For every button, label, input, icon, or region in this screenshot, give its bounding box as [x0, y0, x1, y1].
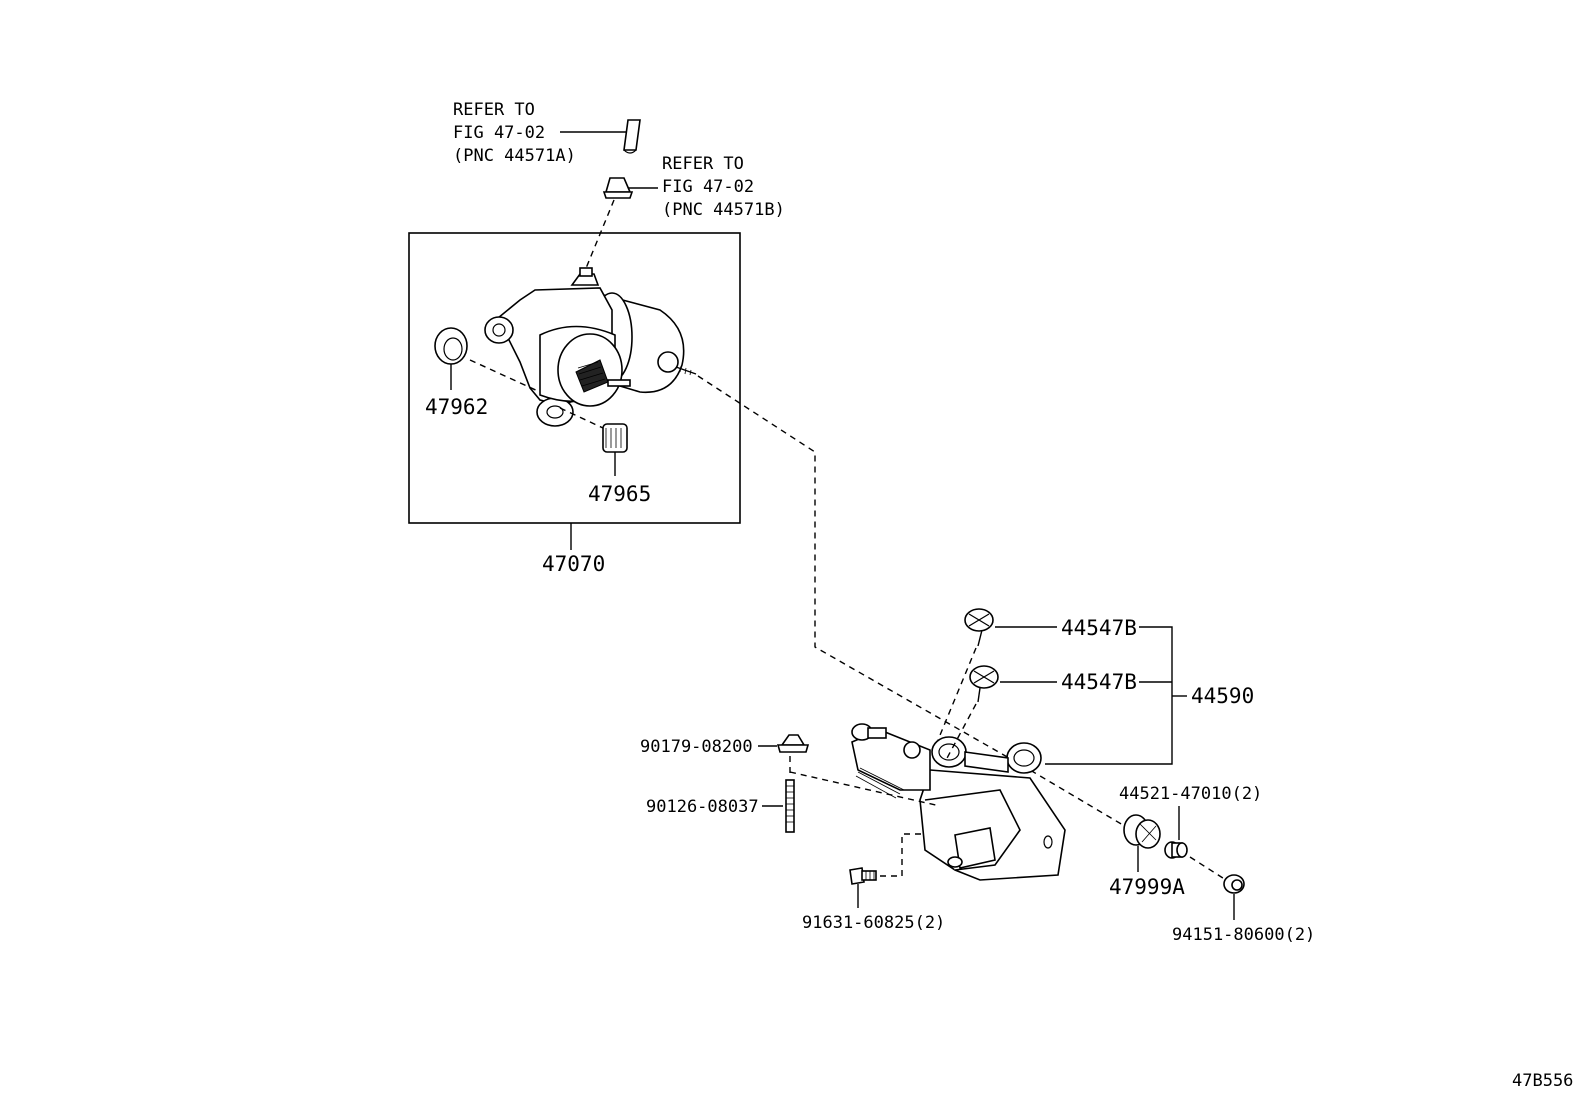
nut-94151-icon: [1223, 874, 1245, 894]
part-90179-label: 90179-08200: [640, 737, 753, 757]
refer-b-callout: REFER TO FIG 47-02 (PNC 44571B): [581, 154, 785, 279]
seal-ring-47962-icon: [434, 327, 468, 365]
refer-b-line2: FIG 47-02: [662, 177, 754, 197]
part-44547b-upper-label: 44547B: [1061, 616, 1137, 640]
part-47999a-label: 47999A: [1109, 875, 1185, 899]
collar-44521-icon: [1164, 841, 1188, 859]
refer-b-line3: (PNC 44571B): [662, 200, 785, 220]
refer-a-line3: (PNC 44571A): [453, 146, 576, 166]
bracket-44590-icon: [851, 723, 1066, 881]
refer-b-line1: REFER TO: [662, 154, 744, 174]
connector-cap-icon: [602, 177, 634, 199]
bolt-91631-icon: [849, 867, 877, 885]
figure-code: 47B556: [1512, 1071, 1573, 1091]
hose-stub-icon: [623, 119, 641, 151]
part-47962-label: 47962: [425, 395, 488, 419]
refer-a-callout: REFER TO FIG 47-02 (PNC 44571A): [453, 100, 641, 166]
grommet-47999a-icon: [1123, 814, 1161, 849]
pump-motor-assembly-icon: [484, 267, 697, 427]
refer-a-line1: REFER TO: [453, 100, 535, 120]
flange-nut-90179-icon: [776, 734, 810, 753]
part-44590-label: 44590: [1191, 684, 1254, 708]
push-rivet-44547b-upper-icon: [964, 608, 994, 647]
assembly-47070-box: [408, 232, 741, 524]
part-90126-label: 90126-08037: [646, 797, 759, 817]
refer-a-line2: FIG 47-02: [453, 123, 545, 143]
part-44547b-lower-label: 44547B: [1061, 670, 1137, 694]
push-rivet-44547b-lower-icon: [969, 665, 999, 703]
stud-bolt-90126-icon: [785, 779, 795, 833]
part-91631-label: 91631-60825(2): [802, 913, 945, 933]
part-47965-label: 47965: [588, 482, 651, 506]
part-44521-label: 44521-47010(2): [1119, 784, 1262, 804]
part-94151-label: 94151-80600(2): [1172, 925, 1315, 945]
part-47070-label: 47070: [542, 552, 605, 576]
gear-47965-icon: [602, 423, 628, 453]
